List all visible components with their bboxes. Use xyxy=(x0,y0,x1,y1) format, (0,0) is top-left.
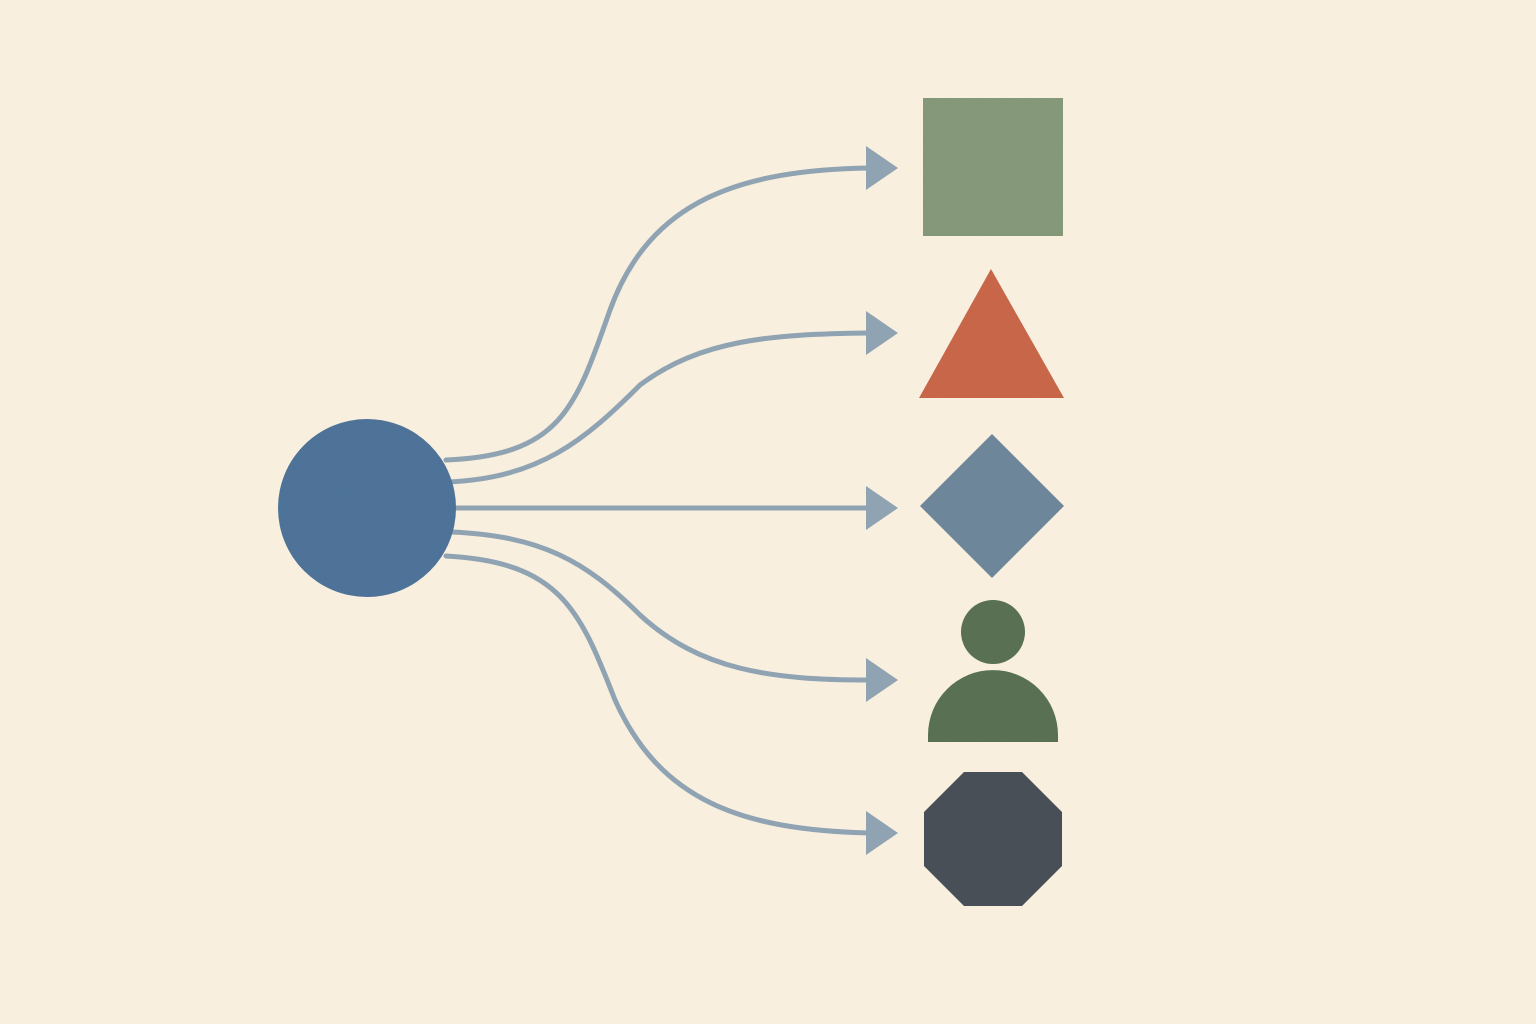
arrowhead-icon xyxy=(866,146,898,190)
arrowhead-icon xyxy=(866,486,898,530)
arrow-to-octagon xyxy=(443,553,873,836)
connector-arrows xyxy=(443,165,873,836)
diamond-icon xyxy=(920,434,1064,578)
arrowhead-icon xyxy=(866,311,898,355)
arrow-to-square xyxy=(443,165,873,463)
target-shapes xyxy=(919,98,1064,906)
octagon-icon xyxy=(924,772,1062,906)
square-icon xyxy=(923,98,1063,236)
arrow-to-person xyxy=(449,529,873,683)
arrowhead-icon xyxy=(866,658,898,702)
arrowheads xyxy=(866,146,898,855)
person-icon xyxy=(928,600,1058,742)
person-head xyxy=(961,600,1025,664)
arrow-to-triangle xyxy=(445,330,873,485)
triangle-icon xyxy=(919,269,1064,398)
person-body xyxy=(928,670,1058,742)
source-circle-icon xyxy=(278,419,456,597)
arrowhead-icon xyxy=(866,811,898,855)
